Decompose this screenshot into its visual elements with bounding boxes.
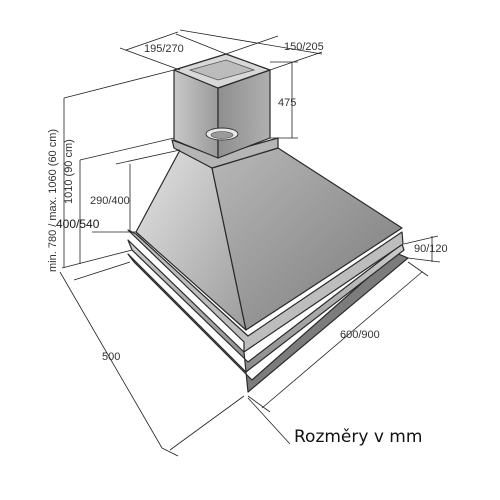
duct-outlet-inner: [210, 131, 234, 139]
label-chimney-height: 475: [278, 97, 296, 109]
hood-body: [127, 137, 409, 393]
caption: Rozměry v mm: [294, 427, 422, 447]
frame-layer-top: [127, 229, 404, 353]
label-total-height-range: min. 780 / max. 1060 (60 cm): [47, 129, 59, 272]
label-chimney-width: 150/205: [284, 41, 324, 53]
label-hood-depth: 500: [102, 351, 120, 363]
frame-layer-middle: [127, 239, 405, 373]
label-hood-height: 400/540: [56, 217, 100, 231]
label-total-height-90: 1010 (90 cm): [63, 139, 75, 204]
label-hood-width: 600/900: [340, 329, 380, 341]
chimney-top-inner: [188, 59, 256, 81]
dimension-lines: [59, 29, 441, 457]
label-canopy-height: 290/400: [90, 195, 130, 207]
dimension-labels: 195/270 150/205 475 min. 780 / max. 1060…: [47, 41, 448, 447]
label-chimney-depth: 195/270: [144, 43, 184, 55]
label-frame-height: 90/120: [414, 243, 448, 255]
chimney: [173, 53, 271, 159]
frame-layer-bottom: [127, 252, 409, 393]
